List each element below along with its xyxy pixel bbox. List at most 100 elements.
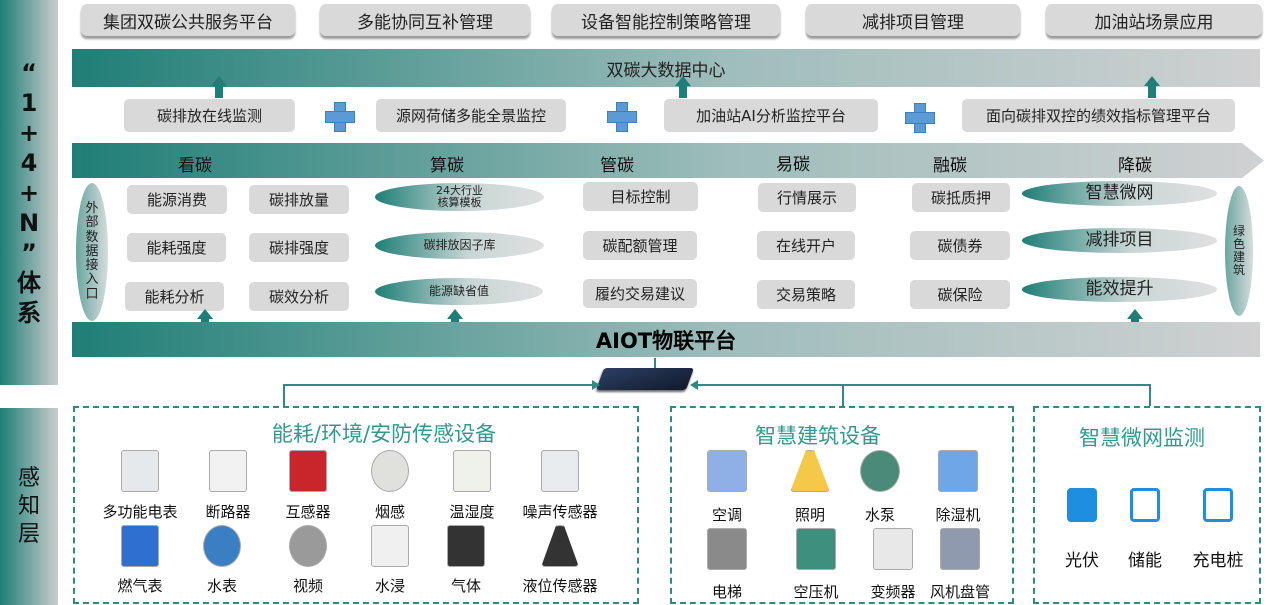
arrow-right-icon [592, 380, 600, 390]
grid-item[interactable]: 行情展示 [758, 183, 856, 212]
app-emission-projects[interactable]: 减排项目管理 [806, 4, 1020, 36]
building-device-icon [860, 450, 900, 492]
external-data-input[interactable]: 外部数据接入口 [76, 183, 108, 321]
sensors-device-label: 互感器 [285, 503, 331, 521]
perception-char: 感 [17, 465, 40, 491]
system-char: 系 [17, 298, 41, 327]
microgrid-solar-icon [1067, 488, 1097, 522]
grid-ellipse[interactable]: 智慧微网 [1022, 181, 1217, 206]
grid-item[interactable]: 目标控制 [583, 182, 698, 211]
platform-emission-monitor[interactable]: 碳排放在线监测 [124, 99, 295, 132]
sensors-device-label: 燃气表 [117, 577, 163, 595]
grid-item[interactable]: 碳排强度 [249, 233, 349, 262]
stage-manage[interactable]: 管碳 [600, 156, 634, 176]
building-device-label: 除湿机 [935, 506, 981, 524]
aiot-title: AIOT物联平台 [595, 328, 737, 353]
grid-item[interactable]: 能源消费 [127, 185, 227, 214]
data-center-band: 双碳大数据中心 [72, 49, 1260, 87]
sensors-device-icon [371, 450, 409, 492]
building-device-icon [796, 528, 836, 570]
ext-char: 数 [85, 229, 99, 245]
building-devices-group [670, 406, 1014, 604]
grid-item[interactable]: 能耗强度 [127, 233, 226, 262]
grid-item[interactable]: 履约交易建议 [583, 279, 697, 308]
platform-source-grid[interactable]: 源网荷储多能全景监控 [376, 99, 566, 132]
perception-layer-label: 感 知 层 [0, 408, 58, 605]
building-device-icon [873, 528, 913, 570]
gb-char: 绿 [1232, 223, 1245, 238]
plus-icon [905, 103, 935, 133]
sensors-device-icon [289, 450, 327, 492]
grid-item[interactable]: 能耗分析 [125, 282, 224, 311]
sensors-device-icon [447, 525, 485, 567]
stage-reduce[interactable]: 降碳 [1118, 156, 1152, 176]
system-char: “ [21, 58, 37, 87]
stage-calc[interactable]: 算碳 [430, 156, 464, 176]
grid-item[interactable]: 交易策略 [757, 280, 855, 309]
grid-ellipse[interactable]: 能效提升 [1022, 277, 1217, 302]
building-device-label: 水泵 [864, 506, 896, 524]
grid-item[interactable]: 碳保险 [910, 280, 1010, 309]
grid-item[interactable]: 碳抵质押 [912, 183, 1010, 212]
aiot-band: AIOT物联平台 [72, 322, 1260, 357]
sensors-device-label: 多功能电表 [102, 503, 178, 521]
building-group-title: 智慧建筑设备 [755, 424, 881, 448]
connector-line [842, 384, 844, 406]
grid-ellipse[interactable]: 碳排放因子库 [375, 232, 544, 259]
arrow-up-icon [675, 76, 691, 98]
microgrid-group [1033, 406, 1261, 604]
grid-item[interactable]: 在线开户 [757, 231, 855, 260]
sensors-device-label: 噪声传感器 [522, 503, 598, 521]
ext-char: 口 [85, 286, 99, 302]
app-group-carbon-platform[interactable]: 集团双碳公共服务平台 [81, 4, 295, 36]
stage-see[interactable]: 看碳 [178, 156, 212, 176]
system-char: 体 [17, 268, 41, 297]
ext-char: 入 [85, 272, 99, 288]
grid-ellipse[interactable]: 减排项目 [1022, 228, 1217, 253]
building-device-label: 变频器 [870, 583, 916, 601]
plus-icon [325, 102, 355, 132]
sensors-device-icon [121, 450, 159, 492]
gb-char: 建 [1232, 250, 1245, 264]
grid-ellipse[interactable]: 24大行业 核算模板 [375, 183, 544, 211]
sensors-device-label: 液位传感器 [522, 577, 598, 595]
microgrid-charger-icon [1203, 488, 1233, 522]
arrow-left-icon [690, 380, 698, 390]
data-center-title: 双碳大数据中心 [606, 60, 726, 81]
gb-char: 筑 [1232, 263, 1245, 278]
microgrid-storage-icon [1130, 488, 1160, 522]
green-building[interactable]: 绿色建筑 [1225, 186, 1253, 316]
stage-trade[interactable]: 易碳 [776, 155, 810, 175]
grid-item[interactable]: 碳债券 [910, 231, 1010, 260]
system-char: N [18, 208, 40, 237]
platform-gas-ai[interactable]: 加油站AI分析监控平台 [664, 99, 878, 132]
gb-char: 色 [1232, 236, 1245, 251]
grid-item[interactable]: 碳排放量 [249, 185, 349, 214]
app-gas-station[interactable]: 加油站场景应用 [1046, 4, 1262, 36]
app-multi-energy[interactable]: 多能协同互补管理 [320, 4, 530, 36]
grid-item[interactable]: 碳效分析 [249, 282, 349, 311]
stages-band [72, 143, 1264, 178]
building-device-label: 风机盘管 [929, 583, 991, 601]
microgrid-item-label: 充电桩 [1192, 551, 1244, 571]
sensors-device-icon [453, 450, 491, 492]
building-device-label: 电梯 [711, 583, 743, 601]
connector-line [695, 384, 1150, 386]
grid-ellipse[interactable]: 能源缺省值 [375, 278, 543, 305]
grid-item[interactable]: 碳配额管理 [583, 231, 697, 260]
stage-finance[interactable]: 融碳 [933, 156, 967, 176]
building-device-icon [707, 450, 747, 492]
sensors-device-icon [371, 525, 409, 567]
ext-char: 接 [85, 258, 99, 274]
sensors-device-label: 水浸 [374, 577, 406, 595]
building-device-icon [707, 528, 747, 570]
building-device-label: 空压机 [793, 583, 839, 601]
microgrid-item-label: 储能 [1128, 551, 1162, 571]
perception-char: 知 [17, 493, 40, 519]
ext-char: 据 [85, 243, 99, 259]
connector-line [283, 384, 285, 406]
sensors-device-icon [209, 450, 247, 492]
building-device-label: 照明 [794, 506, 826, 524]
platform-kpi[interactable]: 面向碳排双控的绩效指标管理平台 [962, 99, 1235, 132]
app-device-control[interactable]: 设备智能控制策略管理 [552, 4, 780, 36]
